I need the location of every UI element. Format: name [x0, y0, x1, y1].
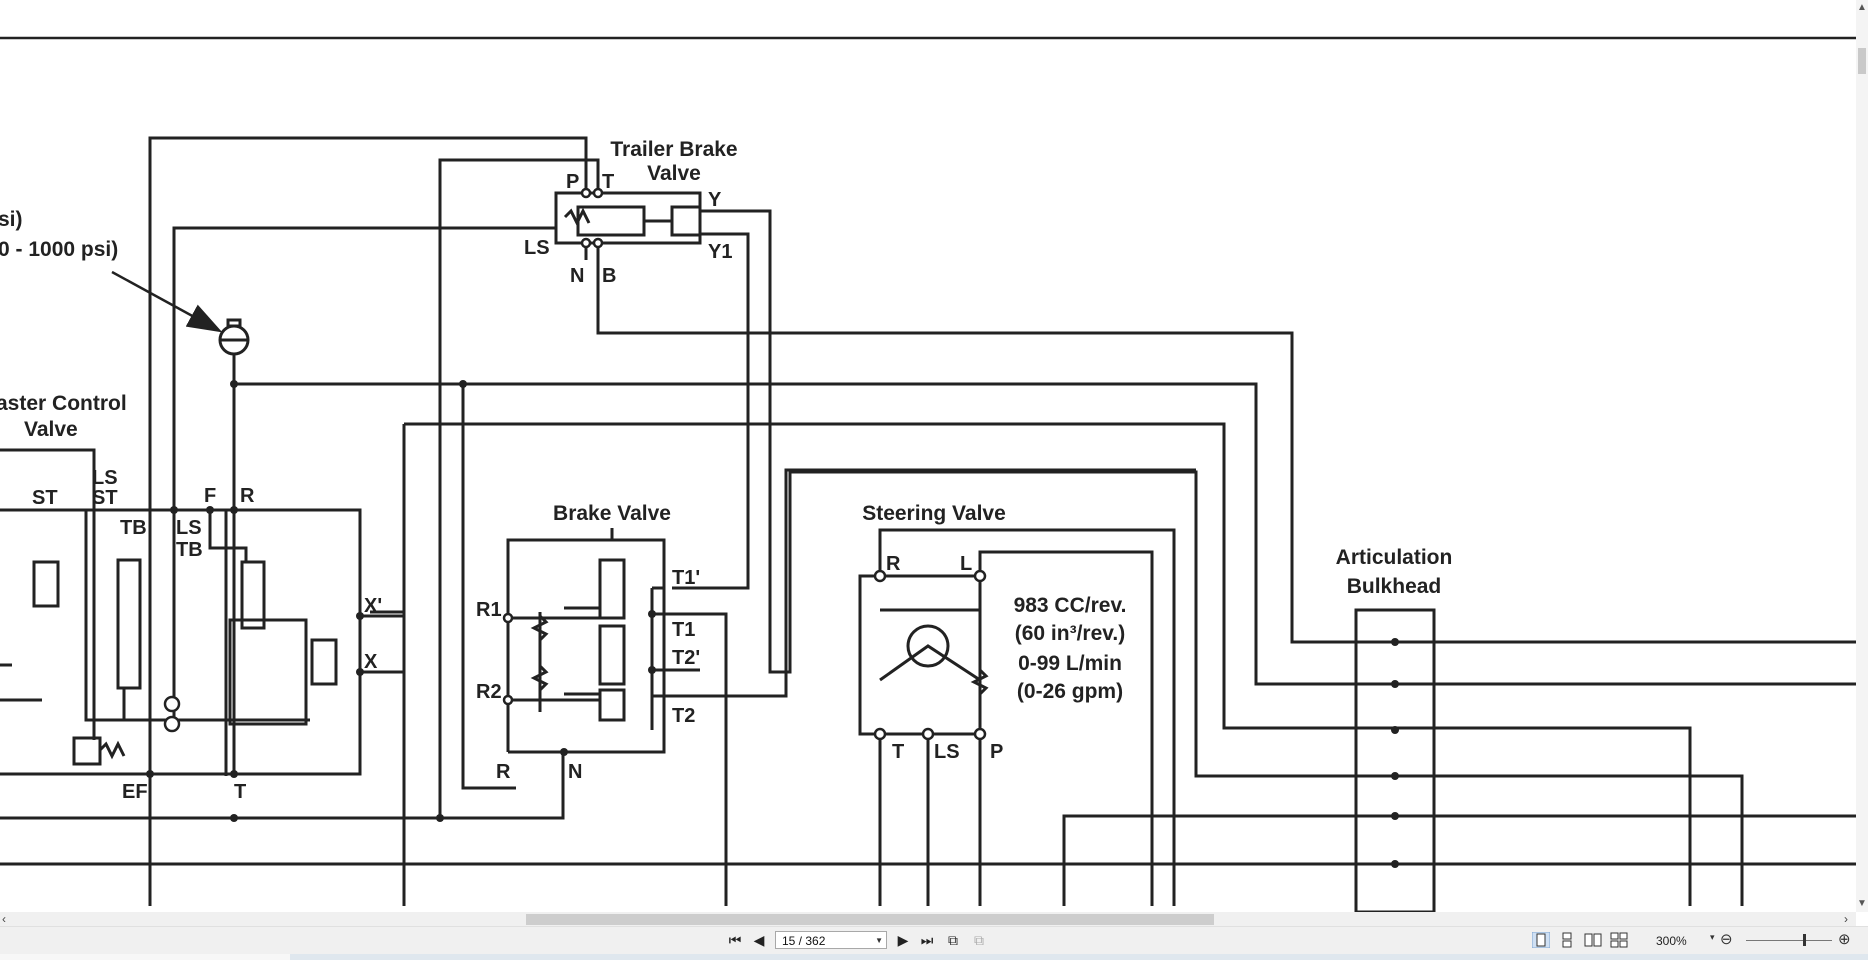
port-label: R [886, 553, 901, 575]
page-indicator: 15 / 362 [782, 934, 826, 948]
port-label: ST [32, 487, 58, 509]
two-page-continuous-view-icon[interactable] [1610, 932, 1628, 948]
next-page-icon[interactable]: ▶ [897, 932, 909, 948]
trailer-brake-valve-title: Trailer Brake [610, 138, 737, 161]
trailer-brake-valve-title-2: Valve [647, 162, 701, 185]
steering-spec-flow: 0-99 L/min [1018, 652, 1122, 675]
scroll-left-icon[interactable]: ‹ [2, 912, 6, 926]
steering-spec-displacement-imperial: (60 in³/rev.) [1015, 622, 1125, 645]
extract-icon[interactable]: ⧉ [974, 932, 984, 948]
articulation-bulkhead-title: Articulation [1336, 546, 1453, 569]
brake-valve-title: Brake Valve [553, 502, 671, 525]
port-label: LS [176, 517, 202, 539]
zoom-dropdown-icon[interactable]: ▾ [1710, 932, 1715, 942]
port-label: N [570, 265, 584, 287]
port-label: LS [92, 467, 118, 489]
port-label: Y [708, 189, 722, 211]
port-label: T2' [672, 647, 700, 669]
steering-spec-displacement: 983 CC/rev. [1014, 594, 1127, 617]
port-label: X [364, 651, 378, 673]
port-label: T [602, 171, 614, 193]
port-label: T1 [672, 619, 695, 641]
port-label: TB [176, 539, 203, 561]
port-label: F [204, 485, 216, 507]
document-viewport[interactable]: Trailer Brake Valve P T Y Y1 LS N B si) … [0, 0, 1856, 912]
master-control-valve-title: aster Control [0, 392, 127, 415]
port-label: ST [92, 487, 118, 509]
zoom-slider[interactable] [1746, 940, 1832, 941]
scroll-right-icon[interactable]: › [1844, 912, 1848, 926]
port-label: T [234, 781, 246, 803]
horizontal-scroll-thumb[interactable] [526, 914, 1214, 925]
previous-page-icon[interactable]: ◀ [753, 932, 765, 948]
port-label: B [602, 265, 616, 287]
last-page-icon[interactable]: ⏭ [920, 932, 934, 948]
port-label: N [568, 761, 582, 783]
scroll-up-icon[interactable]: ▲ [1857, 2, 1867, 13]
port-label: X' [364, 595, 382, 617]
page-number-input[interactable]: 15 / 362 ▼ [775, 931, 887, 949]
port-label: T2 [672, 705, 695, 727]
articulation-bulkhead-title-2: Bulkhead [1347, 575, 1442, 598]
vertical-scrollbar[interactable]: ▲ ▼ [1856, 0, 1868, 912]
port-label: R1 [476, 599, 502, 621]
zoom-in-icon[interactable]: ⊕ [1838, 931, 1851, 948]
port-label: P [990, 741, 1003, 763]
horizontal-scrollbar[interactable]: ‹ › [0, 912, 1856, 926]
zoom-out-icon[interactable]: ⊖ [1720, 931, 1733, 948]
port-label: P [566, 171, 579, 193]
scroll-down-icon[interactable]: ▼ [1857, 898, 1867, 909]
pressure-note: si) [0, 208, 23, 231]
port-label: T1' [672, 567, 700, 589]
port-label: R2 [476, 681, 502, 703]
port-label: R [496, 761, 511, 783]
steering-spec-flow-imperial: (0-26 gpm) [1017, 680, 1123, 703]
zoom-level[interactable]: 300% [1656, 934, 1687, 948]
port-label: LS [934, 741, 960, 763]
port-label: L [960, 553, 972, 575]
port-label: TB [120, 517, 147, 539]
port-label: T [892, 741, 904, 763]
pressure-note-2: 0 - 1000 psi) [0, 238, 118, 261]
hydraulic-schematic: Trailer Brake Valve P T Y Y1 LS N B si) … [0, 36, 1856, 912]
chevron-down-icon[interactable]: ▼ [875, 936, 883, 945]
master-control-valve-title-2: Valve [24, 418, 78, 441]
first-page-icon[interactable]: ⏮ [728, 932, 742, 948]
steering-valve-title: Steering Valve [862, 502, 1006, 525]
viewer-toolbar: ⏮ ◀ 15 / 362 ▼ ▶ ⏭ ⧉ ⧉ 300% ▾ ⊖ ⊕ [0, 926, 1868, 955]
continuous-view-icon[interactable] [1558, 932, 1576, 948]
zoom-slider-thumb[interactable] [1803, 934, 1806, 946]
port-label: LS [524, 237, 550, 259]
two-page-view-icon[interactable] [1584, 932, 1602, 948]
port-label: EF [122, 781, 148, 803]
port-label: Y1 [708, 241, 732, 263]
rotate-icon[interactable]: ⧉ [948, 932, 958, 948]
single-page-view-icon[interactable] [1532, 932, 1550, 948]
vertical-scroll-thumb[interactable] [1858, 48, 1866, 74]
status-bar [0, 954, 1868, 960]
port-label: R [240, 485, 255, 507]
